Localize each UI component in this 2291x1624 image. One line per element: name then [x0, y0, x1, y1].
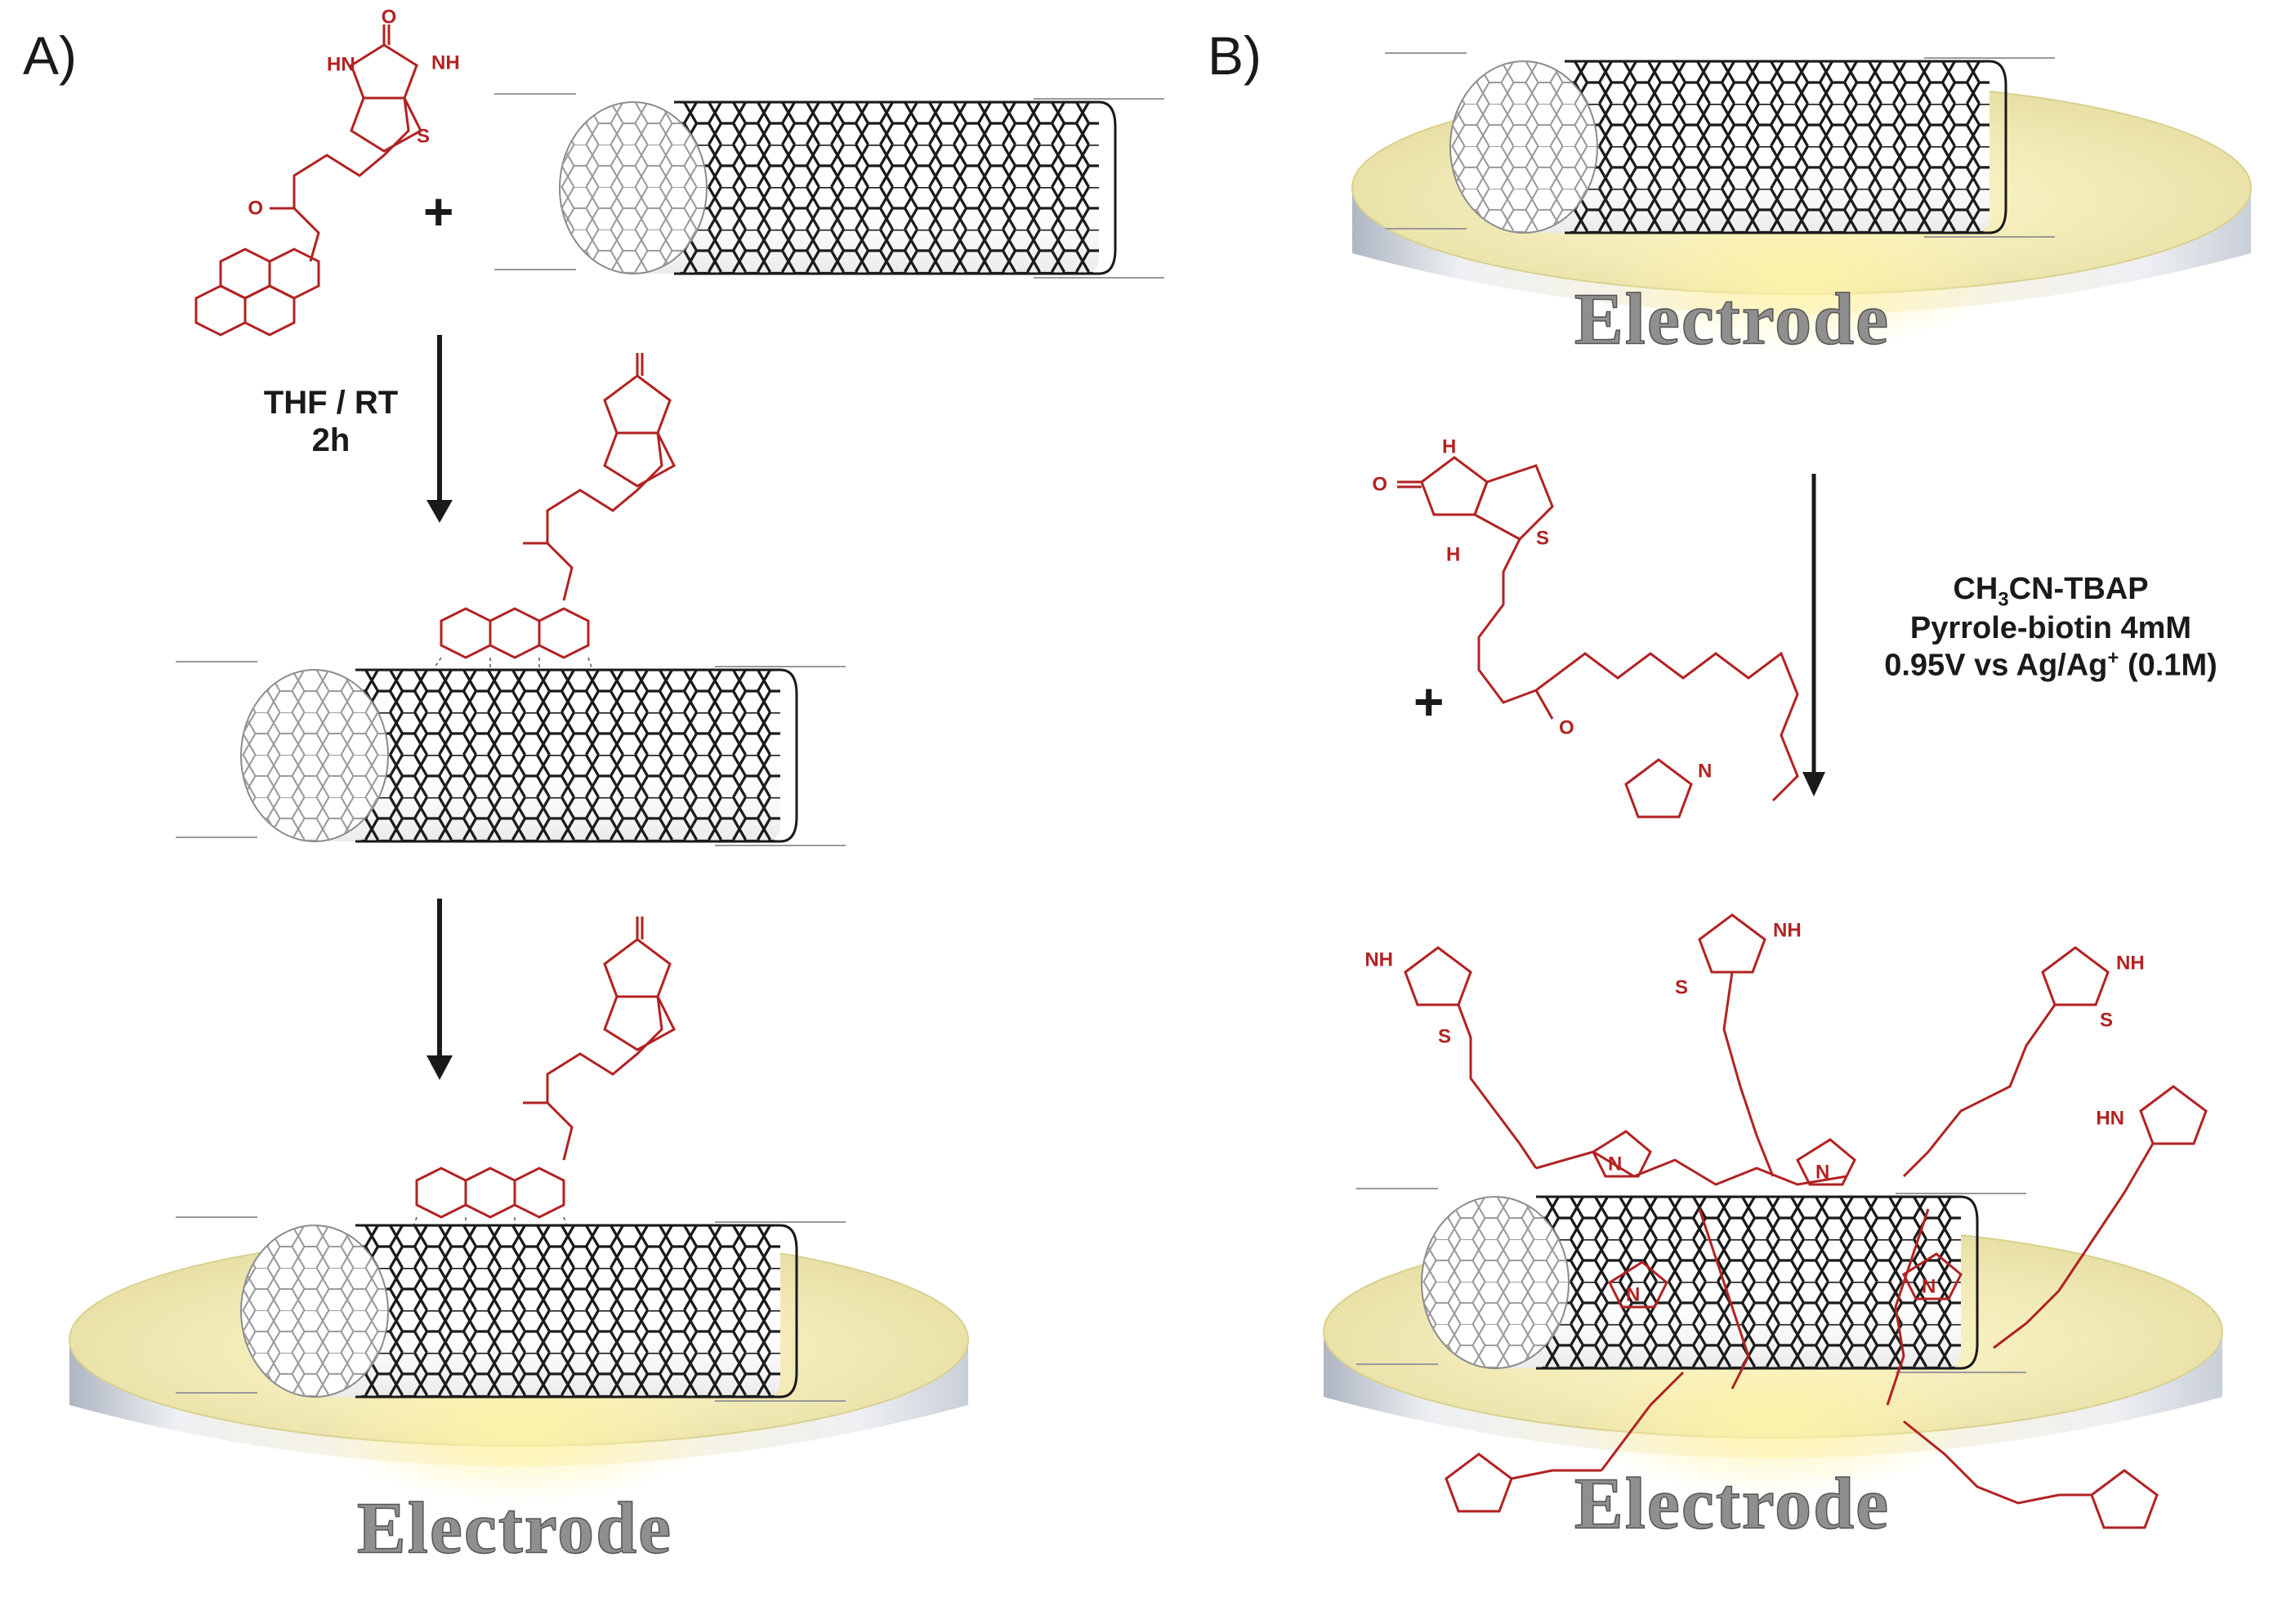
nanotube-functionalized — [174, 660, 847, 847]
conditions-b-line2: Pyrrole-biotin 4mM — [1909, 611, 2192, 646]
polypyrrole-biotin-film — [1404, 913, 2208, 1529]
atom-n-b8: N — [1608, 1153, 1622, 1175]
atom-n-b7: N — [1922, 1275, 1936, 1297]
atom-nh-a1: NH — [431, 51, 460, 74]
conditions-b-line3: 0.95V vs Ag/Ag+ (0.1M) — [1884, 646, 2217, 683]
atom-h-b2: H — [1446, 543, 1460, 565]
panel-label-a: A) — [23, 25, 77, 86]
atom-s-b3: S — [1438, 1025, 1451, 1047]
electrode-label-a: Electrode — [357, 1488, 672, 1569]
plus-sign-a: + — [423, 182, 454, 241]
atom-hn-a1: HN — [327, 53, 355, 75]
plus-sign-b: + — [1413, 672, 1445, 731]
conditions-a-line1: THF / RT — [263, 385, 399, 421]
biotin-pyrene-molecule — [194, 25, 422, 337]
atom-o-a2: O — [248, 197, 263, 219]
reaction-arrow-a1 — [426, 335, 453, 523]
reaction-arrow-b — [1802, 474, 1825, 796]
atom-nh-b5: NH — [2116, 952, 2145, 974]
electrode-label-b1: Electrode — [1574, 279, 1890, 360]
atom-o-b1: O — [1372, 473, 1387, 495]
atom-h-b1: H — [1442, 435, 1456, 457]
atom-hn-b6: HN — [2096, 1107, 2124, 1129]
panel-label-b: B) — [1208, 25, 1262, 86]
electrode-label-b2: Electrode — [1574, 1464, 1890, 1545]
biotin-pyrene-adsorbed — [440, 353, 676, 659]
atom-nh-b3: NH — [1364, 948, 1393, 970]
pyrrole-biotin-molecule — [1397, 456, 1799, 819]
atom-n-b6: N — [1626, 1283, 1640, 1305]
atom-nh-b4: NH — [1773, 919, 1802, 941]
reaction-conditions-a: THF / RT 2h — [237, 384, 425, 459]
reaction-arrow-a2 — [426, 899, 453, 1080]
atom-o-a1: O — [382, 6, 397, 28]
atom-n-b1: N — [1698, 760, 1712, 782]
nanotube-on-electrode-a — [174, 1216, 847, 1403]
pi-stacking-lines-a2 — [412, 1216, 569, 1230]
atom-s-b1: S — [1536, 527, 1549, 549]
nanotube-pristine — [493, 92, 1166, 279]
atom-s-b5: S — [2100, 1009, 2113, 1031]
atom-n-b9: N — [1815, 1161, 1829, 1183]
atom-s-b4: S — [1675, 976, 1688, 998]
conditions-b-line1: CH3CN-TBAP — [1953, 572, 2149, 611]
nanotube-on-electrode-b1 — [1383, 51, 2057, 239]
reaction-conditions-b: CH3CN-TBAP Pyrrole-biotin 4mM 0.95V vs A… — [1830, 572, 2271, 684]
atom-s-a1: S — [417, 125, 430, 147]
conditions-a-line2: 2h — [311, 422, 351, 458]
pi-stacking-lines-a1 — [432, 657, 593, 671]
biotin-pyrene-electrode — [415, 917, 676, 1219]
atom-o-b2: O — [1559, 716, 1574, 738]
